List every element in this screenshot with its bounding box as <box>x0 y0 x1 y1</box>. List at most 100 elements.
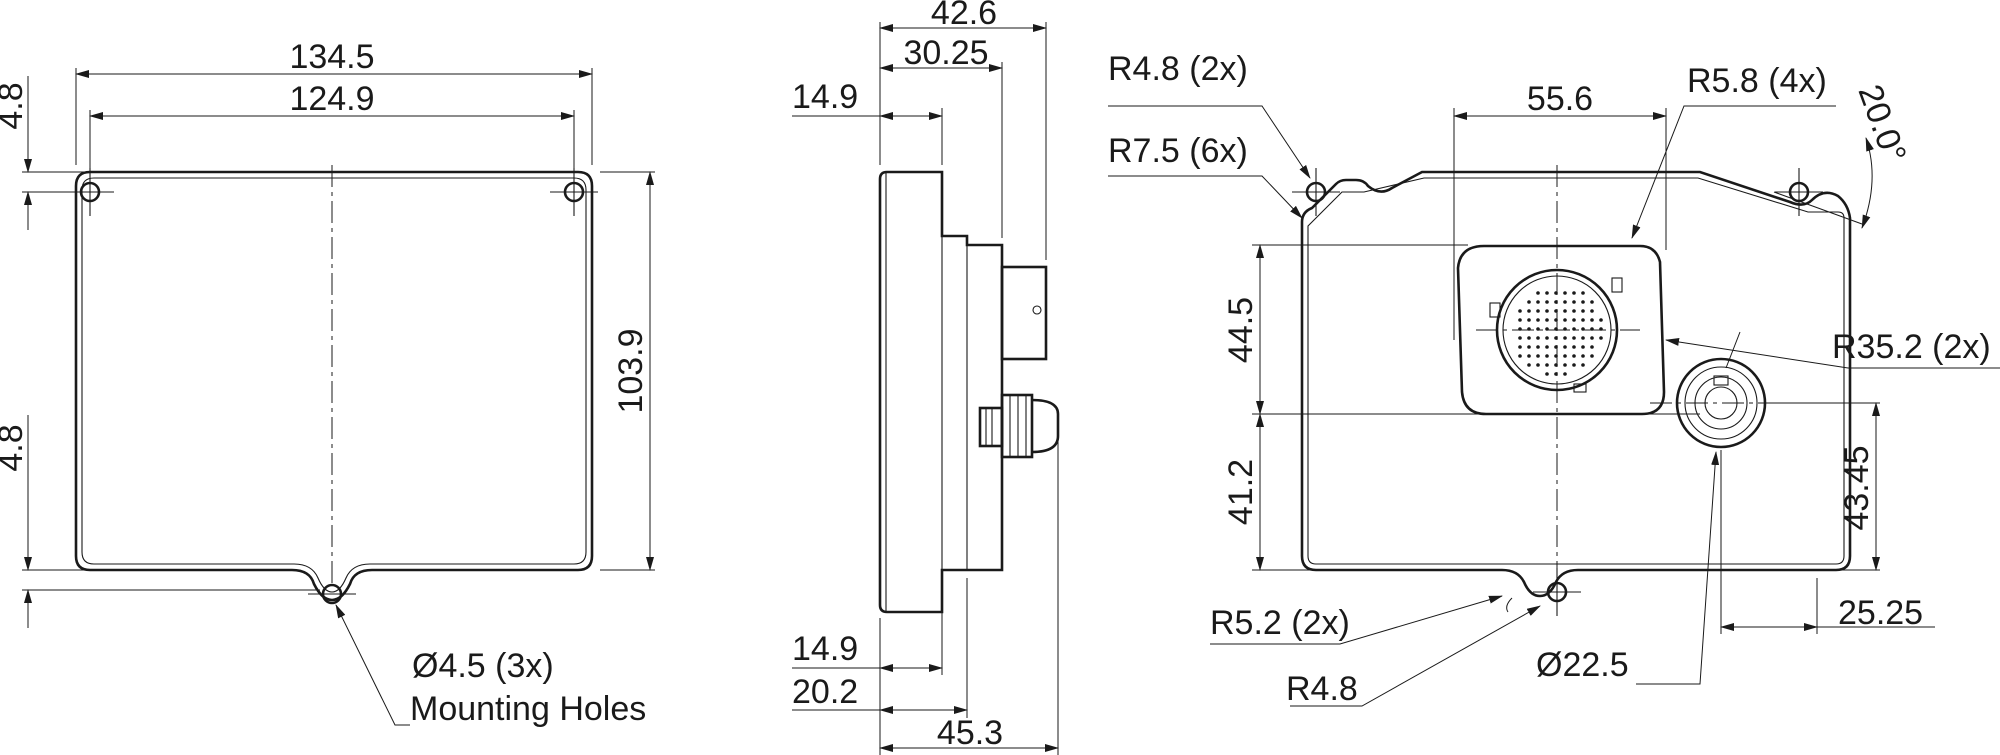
connector-pin <box>1590 354 1594 358</box>
connector-pin <box>1527 336 1531 340</box>
connector-pin <box>1563 345 1567 349</box>
side-connector-housing <box>1000 265 1048 361</box>
connector-pin <box>1563 372 1567 376</box>
connector-pin <box>1536 354 1540 358</box>
side-dim-total-depth: 42.6 <box>931 0 997 32</box>
connector-pin <box>1581 318 1585 322</box>
connector-pin <box>1581 345 1585 349</box>
connector-pin <box>1599 318 1603 322</box>
front-note-hole-label: Mounting Holes <box>410 690 646 728</box>
connector-pin <box>1527 354 1531 358</box>
connector-pin <box>1545 309 1549 313</box>
connector-pin <box>1572 345 1576 349</box>
connector-pin <box>1527 363 1531 367</box>
connector-pin <box>1572 327 1576 331</box>
rear-radius-bottom-lobe: R5.2 (2x) <box>1210 604 1350 642</box>
connector-pin <box>1581 363 1585 367</box>
side-dim-bottom-offset: 20.2 <box>792 673 858 711</box>
rear-dim-connector-width: 55.6 <box>1527 80 1593 118</box>
connector-pin <box>1545 291 1549 295</box>
connector-pin <box>1581 309 1585 313</box>
connector-pin <box>1563 291 1567 295</box>
connector-pin <box>1563 336 1567 340</box>
rear-view-inner-outline <box>1307 177 1845 565</box>
connector-pin <box>1590 309 1594 313</box>
connector-pin <box>1572 354 1576 358</box>
side-port-connector <box>978 393 1060 459</box>
front-dim-overall-width: 134.5 <box>289 38 374 76</box>
connector-pin <box>1563 318 1567 322</box>
connector-pin-grid <box>1518 291 1603 376</box>
connector-pin <box>1536 345 1540 349</box>
rear-angle: 20.0° <box>1850 80 1913 168</box>
front-dim-height: 103.9 <box>612 328 650 413</box>
connector-pin <box>1518 354 1522 358</box>
connector-pin <box>1527 345 1531 349</box>
connector-pin <box>1590 345 1594 349</box>
connector-pin <box>1518 336 1522 340</box>
connector-pin <box>1527 300 1531 304</box>
rear-dim-lower-height: 41.2 <box>1222 459 1260 525</box>
connector-pin <box>1581 291 1585 295</box>
front-dim-hole-spacing: 124.9 <box>289 80 374 118</box>
connector-pin <box>1563 363 1567 367</box>
connector-pin <box>1536 336 1540 340</box>
connector-pin <box>1545 363 1549 367</box>
connector-pin <box>1545 318 1549 322</box>
connector-pin <box>1527 309 1531 313</box>
side-view-body <box>878 170 1004 614</box>
connector-pin <box>1581 300 1585 304</box>
connector-pin <box>1518 318 1522 322</box>
connector-pin <box>1536 309 1540 313</box>
circular-connector <box>1489 268 1623 393</box>
connector-pin <box>1581 354 1585 358</box>
rear-radius-top-holes: R4.8 (2x) <box>1108 50 1248 88</box>
connector-pin <box>1563 354 1567 358</box>
connector-pin <box>1563 300 1567 304</box>
rear-radius-connector-arc: R35.2 (2x) <box>1832 328 1991 366</box>
connector-pin <box>1518 309 1522 313</box>
rear-dim-port-offset: 25.25 <box>1838 594 1923 632</box>
side-dim-top-step: 14.9 <box>792 78 858 116</box>
front-view: 134.5 124.9 103.9 4.8 4.8 Ø4.5 (3x) Moun… <box>0 38 655 728</box>
connector-pin <box>1581 336 1585 340</box>
connector-pin <box>1536 300 1540 304</box>
connector-pin <box>1581 327 1585 331</box>
connector-pin <box>1572 318 1576 322</box>
rear-view: R4.8 (2x) R7.5 (6x) 55.6 R5.8 (4x) 20.0°… <box>1108 50 2000 708</box>
front-dim-top-offset: 4.8 <box>0 82 30 129</box>
rear-radius-bottom-hole: R4.8 <box>1286 670 1358 708</box>
side-dim-connector-depth: 30.25 <box>903 34 988 72</box>
side-view: 42.6 30.25 14.9 14.9 20.2 45.3 <box>792 0 1060 755</box>
rear-diameter-port: Ø22.5 <box>1536 646 1629 684</box>
connector-pin <box>1572 363 1576 367</box>
connector-pin <box>1590 318 1594 322</box>
front-view-inner-outline <box>81 177 587 593</box>
connector-pin <box>1545 336 1549 340</box>
rear-radius-corners: R7.5 (6x) <box>1108 132 1248 170</box>
rear-view-outline <box>1300 170 1852 598</box>
connector-pin <box>1599 336 1603 340</box>
connector-pin <box>1536 363 1540 367</box>
connector-pin <box>1545 345 1549 349</box>
connector-pin <box>1590 336 1594 340</box>
connector-pin <box>1536 318 1540 322</box>
connector-pin <box>1518 345 1522 349</box>
side-dim-bottom-step: 14.9 <box>792 630 858 668</box>
connector-pin <box>1545 327 1549 331</box>
connector-pin <box>1545 372 1549 376</box>
connector-pin <box>1572 336 1576 340</box>
connector-pin <box>1545 300 1549 304</box>
rear-dim-upper-height: 44.5 <box>1222 297 1260 363</box>
connector-pin <box>1536 327 1540 331</box>
connector-pin <box>1572 291 1576 295</box>
connector-pin <box>1536 291 1540 295</box>
front-note-hole-size: Ø4.5 (3x) <box>412 647 554 685</box>
connector-pin <box>1572 300 1576 304</box>
side-dim-full-depth: 45.3 <box>937 714 1003 752</box>
rear-radius-connector: R5.8 (4x) <box>1687 62 1827 100</box>
front-dim-bottom-offset: 4.8 <box>0 424 30 471</box>
rear-dim-port-height: 43.45 <box>1838 445 1876 530</box>
